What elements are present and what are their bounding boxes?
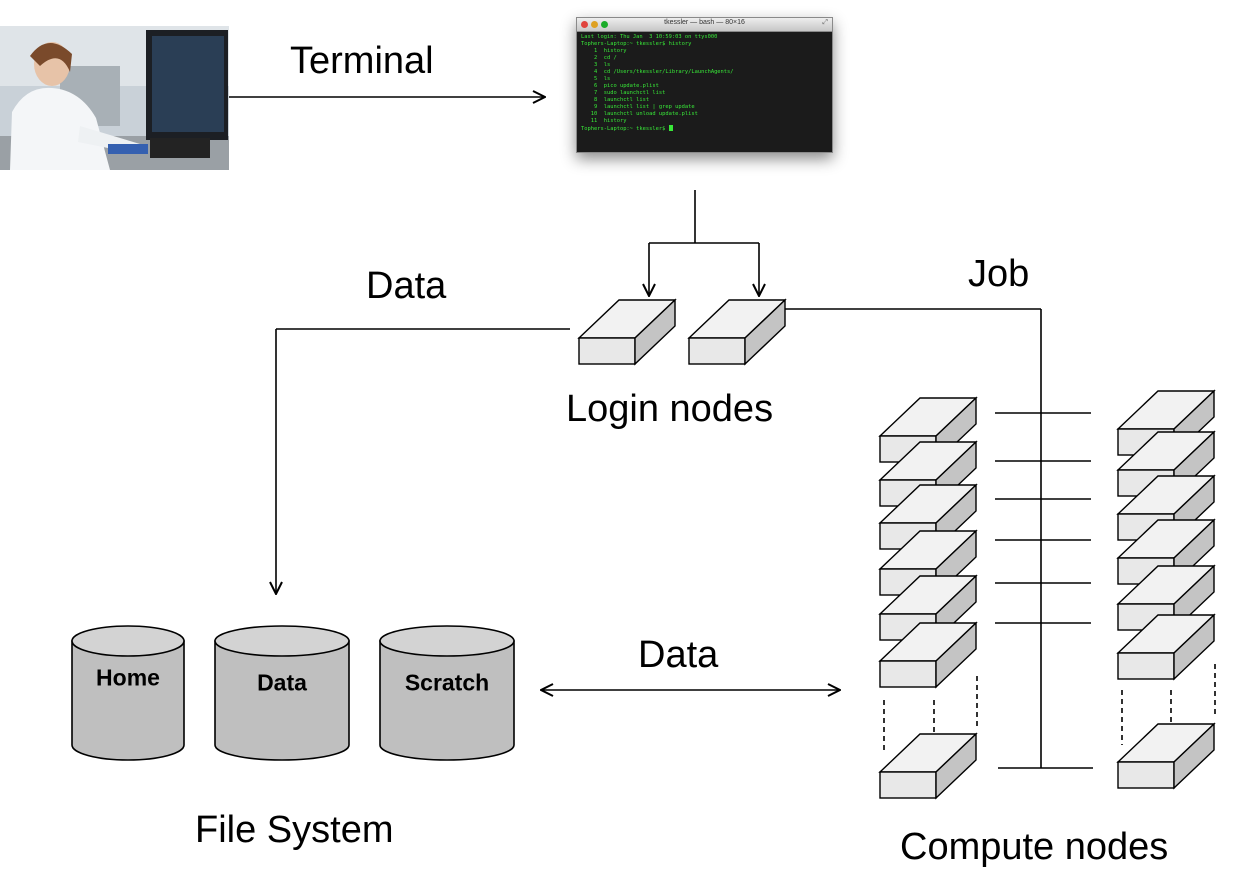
compute-node: [878, 483, 978, 551]
compute-node: [1116, 722, 1216, 790]
terminal-line: 3 ls: [581, 62, 611, 68]
compute-node: [878, 574, 978, 642]
terminal-line: 7 sudo launchctl list: [581, 90, 666, 96]
compute-node: [878, 440, 978, 508]
label-file-system: File System: [195, 809, 394, 851]
terminal-line: 6 pico update.plist: [581, 83, 659, 89]
terminal-line: 1 history: [581, 48, 627, 54]
cylinder-label-home: Home: [96, 664, 160, 691]
label-login-nodes: Login nodes: [566, 388, 774, 430]
resize-icon[interactable]: ⤢: [822, 19, 828, 26]
compute-node: [1116, 564, 1216, 632]
arrow-terminal-to-login-nodes: [649, 190, 759, 296]
terminal-title: tkessler — bash — 80×16: [664, 19, 745, 26]
continuation-dashes: [883, 664, 1216, 752]
label-job: Job: [968, 253, 1030, 295]
terminal-line: Last login: Thu Jan 3 10:59:03 on ttys00…: [581, 34, 718, 40]
compute-node: [878, 396, 978, 464]
label-data-middle: Data: [638, 634, 719, 676]
terminal-titlebar: tkessler — bash — 80×16 ⤢: [577, 18, 832, 32]
terminal-output: Last login: Thu Jan 3 10:59:03 on ttys00…: [577, 32, 832, 135]
close-icon[interactable]: [581, 21, 588, 28]
terminal-line: 9 launchctl list | grep update: [581, 104, 695, 110]
terminal-line: 10 launchctl unload update.plist: [581, 111, 698, 117]
compute-node: [1116, 613, 1216, 681]
job-bus-lines: [785, 308, 1093, 769]
terminal-window[interactable]: tkessler — bash — 80×16 ⤢ Last login: Th…: [576, 17, 833, 153]
compute-node: [1116, 430, 1216, 498]
cylinder-label-scratch: Scratch: [404, 669, 490, 696]
terminal-line: 8 launchctl list: [581, 97, 650, 103]
compute-node: [1116, 474, 1216, 542]
cylinder-label-data: Data: [257, 669, 307, 696]
label-terminal: Terminal: [290, 40, 434, 82]
label-data-top: Data: [366, 265, 447, 307]
terminal-prompt: Tophers-Laptop:~ tkessler$: [581, 126, 669, 132]
terminal-line: 4 cd /Users/tkessler/Library/LaunchAgent…: [581, 69, 734, 75]
compute-node: [878, 529, 978, 597]
arrow-login-to-file-system: [276, 328, 570, 594]
compute-node: [1116, 518, 1216, 586]
label-compute-nodes: Compute nodes: [900, 826, 1169, 868]
login-node: [577, 298, 677, 366]
server-nodes: [577, 298, 1216, 800]
login-node: [687, 298, 787, 366]
terminal-line: 5 ls: [581, 76, 611, 82]
terminal-line: 11 history: [581, 118, 627, 124]
compute-node: [1116, 389, 1216, 457]
compute-node: [878, 621, 978, 689]
maximize-icon[interactable]: [601, 21, 608, 28]
terminal-line: Tophers-Laptop:~ tkessler$ history: [581, 41, 692, 47]
minimize-icon[interactable]: [591, 21, 598, 28]
user-workstation-photo: [0, 26, 229, 170]
cursor-icon: [668, 125, 673, 131]
compute-node: [878, 732, 978, 800]
storage-cylinder-home: [71, 625, 185, 761]
terminal-line: 2 cd /: [581, 55, 617, 61]
